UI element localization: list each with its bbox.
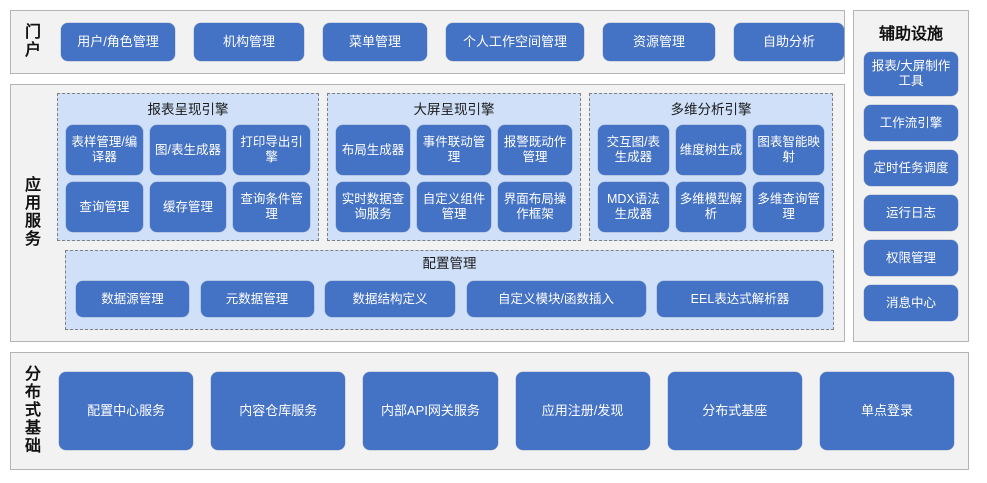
application-services-section-label: 应用服务 <box>25 177 42 248</box>
report-button-query-management[interactable]: 查询管理 <box>66 182 143 232</box>
report-rendering-engine-grid: 表样管理/编译器 图/表生成器 打印导出引擎 查询管理 缓存管理 查询条件管理 <box>66 125 310 232</box>
report-button-cache-management[interactable]: 缓存管理 <box>149 182 227 232</box>
portal-button-self-service-analysis[interactable]: 自助分析 <box>734 23 844 61</box>
config-button-eel-expression-parser[interactable]: EEL表达式解析器 <box>657 281 823 318</box>
olap-button-interactive-chart-table-generator[interactable]: 交互图/表生成器 <box>598 125 669 176</box>
screen-button-layout-generator[interactable]: 布局生成器 <box>336 125 410 176</box>
configuration-management-button-row: 数据源管理 元数据管理 数据结构定义 自定义模块/函数插入 EEL表达式解析器 <box>76 277 823 322</box>
portal-section-label: 门户 <box>25 24 42 59</box>
portal-button-resource-management[interactable]: 资源管理 <box>603 23 715 61</box>
large-screen-rendering-engine-grid: 布局生成器 事件联动管理 报警既动作管理 实时数据查询服务 自定义组件管理 界面… <box>336 125 572 232</box>
dist-button-app-registration-discovery[interactable]: 应用注册/发现 <box>515 372 650 450</box>
config-button-metadata-management[interactable]: 元数据管理 <box>200 281 314 318</box>
multidimensional-analysis-engine-panel: 多维分析引擎 交互图/表生成器 维度树生成 图表智能映射 MDX语法生成器 多维… <box>589 93 833 241</box>
report-button-chart-table-generator[interactable]: 图/表生成器 <box>149 125 227 176</box>
portal-section: 门户 用户/角色管理 机构管理 菜单管理 个人工作空间管理 资源管理 自助分析 <box>10 10 845 74</box>
auxiliary-facilities-title: 辅助设施 <box>878 26 943 43</box>
aux-button-runtime-log[interactable]: 运行日志 <box>864 195 958 231</box>
portal-button-org-management[interactable]: 机构管理 <box>194 23 304 61</box>
portal-button-menu-management[interactable]: 菜单管理 <box>323 23 427 61</box>
report-button-template-management-compiler[interactable]: 表样管理/编译器 <box>66 125 143 176</box>
configuration-management-title: 配置管理 <box>422 256 477 271</box>
screen-button-event-linkage-management[interactable]: 事件联动管理 <box>417 125 491 176</box>
aux-button-scheduled-task-scheduling[interactable]: 定时任务调度 <box>864 150 958 186</box>
screen-button-alarm-action-management[interactable]: 报警既动作管理 <box>498 125 572 176</box>
config-button-data-structure-definition[interactable]: 数据结构定义 <box>325 281 455 318</box>
aux-button-permission-management[interactable]: 权限管理 <box>864 240 958 276</box>
screen-button-ui-layout-operation-framework[interactable]: 界面布局操作框架 <box>498 182 572 232</box>
aux-button-report-dashboard-authoring-tool[interactable]: 报表/大屏制作工具 <box>864 52 958 96</box>
olap-button-dimension-tree-generation[interactable]: 维度树生成 <box>675 125 747 176</box>
distributed-foundation-section: 分布式基础 配置中心服务 内容仓库服务 内部API网关服务 应用注册/发现 分布… <box>10 352 969 470</box>
olap-button-mdx-syntax-generator[interactable]: MDX语法生成器 <box>598 182 669 232</box>
report-button-print-export-engine[interactable]: 打印导出引擎 <box>233 125 310 176</box>
large-screen-rendering-engine-title: 大屏呈现引擎 <box>413 102 495 117</box>
config-button-custom-module-function-insert[interactable]: 自定义模块/函数插入 <box>466 281 646 318</box>
dist-button-content-repository-service[interactable]: 内容仓库服务 <box>211 372 346 450</box>
distributed-foundation-button-row: 配置中心服务 内容仓库服务 内部API网关服务 应用注册/发现 分布式基座 单点… <box>55 353 968 469</box>
screen-button-realtime-data-query-service[interactable]: 实时数据查询服务 <box>336 182 410 232</box>
report-button-query-condition-management[interactable]: 查询条件管理 <box>233 182 310 232</box>
distributed-foundation-section-label: 分布式基础 <box>25 366 42 455</box>
engine-panel-row: 报表呈现引擎 表样管理/编译器 图/表生成器 打印导出引擎 查询管理 缓存管理 … <box>57 93 834 241</box>
auxiliary-facilities-section: 辅助设施 报表/大屏制作工具 工作流引擎 定时任务调度 运行日志 权限管理 消息… <box>853 10 969 342</box>
report-rendering-engine-title: 报表呈现引擎 <box>147 102 229 117</box>
aux-button-message-center[interactable]: 消息中心 <box>864 285 958 321</box>
dist-button-distributed-base[interactable]: 分布式基座 <box>667 372 802 450</box>
portal-button-personal-workspace-management[interactable]: 个人工作空间管理 <box>446 23 584 61</box>
olap-button-chart-smart-mapping[interactable]: 图表智能映射 <box>753 125 824 176</box>
dist-button-single-sign-on[interactable]: 单点登录 <box>819 372 955 450</box>
olap-button-multidimensional-query-management[interactable]: 多维查询管理 <box>753 182 824 232</box>
dist-button-config-center-service[interactable]: 配置中心服务 <box>59 372 194 450</box>
dist-button-internal-api-gateway-service[interactable]: 内部API网关服务 <box>363 372 498 450</box>
multidimensional-analysis-engine-title: 多维分析引擎 <box>670 102 752 117</box>
screen-button-custom-component-management[interactable]: 自定义组件管理 <box>417 182 491 232</box>
config-button-datasource-management[interactable]: 数据源管理 <box>76 281 189 318</box>
portal-button-user-role-management[interactable]: 用户/角色管理 <box>61 23 175 61</box>
multidimensional-analysis-engine-grid: 交互图/表生成器 维度树生成 图表智能映射 MDX语法生成器 多维模型解析 多维… <box>598 125 824 232</box>
application-services-body: 报表呈现引擎 表样管理/编译器 图/表生成器 打印导出引擎 查询管理 缓存管理 … <box>55 85 844 341</box>
report-rendering-engine-panel: 报表呈现引擎 表样管理/编译器 图/表生成器 打印导出引擎 查询管理 缓存管理 … <box>57 93 319 241</box>
portal-button-row: 用户/角色管理 机构管理 菜单管理 个人工作空间管理 资源管理 自助分析 <box>55 11 855 73</box>
large-screen-rendering-engine-panel: 大屏呈现引擎 布局生成器 事件联动管理 报警既动作管理 实时数据查询服务 自定义… <box>327 93 581 241</box>
configuration-management-panel: 配置管理 数据源管理 元数据管理 数据结构定义 自定义模块/函数插入 EEL表达… <box>65 250 834 330</box>
auxiliary-facilities-button-list: 报表/大屏制作工具 工作流引擎 定时任务调度 运行日志 权限管理 消息中心 <box>864 52 958 321</box>
olap-button-multidimensional-model-parsing[interactable]: 多维模型解析 <box>675 182 747 232</box>
aux-button-workflow-engine[interactable]: 工作流引擎 <box>864 105 958 141</box>
application-services-section: 应用服务 报表呈现引擎 表样管理/编译器 图/表生成器 打印导出引擎 查询管理 … <box>10 84 845 342</box>
